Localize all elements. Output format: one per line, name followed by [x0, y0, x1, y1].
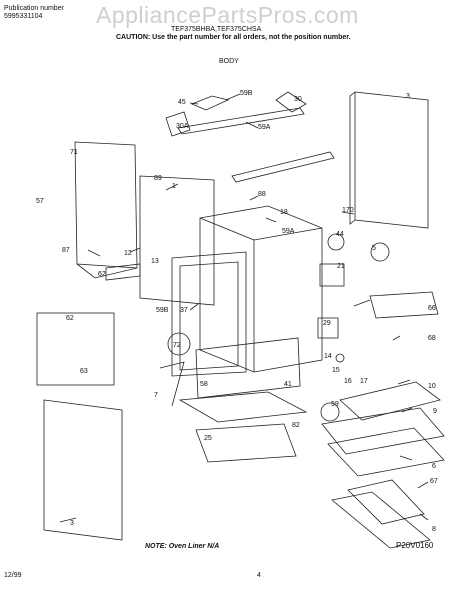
callout-15: 15: [332, 367, 340, 374]
oven-frame: [171, 251, 247, 377]
callout-89: 89: [154, 175, 162, 182]
publication-number: 5995331104: [4, 13, 43, 20]
callout-6: 6: [432, 463, 436, 470]
figure-code: P20V0160: [396, 541, 434, 550]
callout-14: 14: [324, 353, 332, 360]
callout-57: 57: [36, 198, 44, 205]
callout-21: 21: [337, 263, 345, 270]
broil-element: [369, 291, 439, 319]
side-panel-left: [43, 399, 123, 541]
callout-59: 59: [331, 401, 339, 408]
oven-bottom: [331, 491, 431, 549]
footer-date: 12/99: [4, 572, 22, 579]
part-59: [320, 402, 340, 422]
top-bracket: [177, 107, 305, 135]
rack-bottom: [327, 427, 445, 477]
callout-9: 9: [433, 408, 437, 415]
rack-top: [339, 381, 441, 421]
footer-note: NOTE: Oven Liner N/A: [145, 543, 220, 550]
oven-body: [199, 205, 323, 373]
callout-5: 5: [372, 245, 376, 252]
part-21: [319, 263, 345, 287]
callout-62-box: 62: [66, 315, 74, 322]
callout-82: 82: [292, 422, 300, 429]
callout-3-bottom: 3: [70, 520, 74, 527]
knob-44: [327, 233, 345, 251]
callout-3-top: 3: [406, 93, 410, 100]
drawer-tray: [195, 423, 297, 463]
caution-note: CAUTION: Use the part number for all ord…: [116, 34, 351, 41]
callout-1: 1: [172, 183, 176, 190]
part-30: [275, 91, 307, 113]
callout-170: 170: [342, 207, 354, 214]
callout-59B-top: 59B: [240, 90, 253, 97]
callout-12: 12: [124, 250, 132, 257]
part-30A: [165, 111, 191, 137]
hinge-7: [159, 361, 185, 407]
terminal-62: [105, 263, 141, 281]
callout-58: 58: [200, 381, 208, 388]
side-panel-right: [354, 91, 429, 229]
callout-10: 10: [428, 383, 436, 390]
callout-68: 68: [428, 335, 436, 342]
bottom-panel: [178, 391, 308, 423]
switch-5: [370, 242, 390, 262]
callout-8: 8: [432, 526, 436, 533]
page-number: 4: [257, 572, 261, 579]
callout-25: 25: [204, 435, 212, 442]
section-title: BODY: [219, 58, 239, 65]
callout-62-top: 62: [98, 271, 106, 278]
callout-71: 71: [70, 149, 78, 156]
part-29: [317, 317, 339, 339]
callout-59A-top: 59A: [258, 124, 271, 131]
callout-13: 13: [151, 258, 159, 265]
rear-cover: [139, 175, 215, 306]
callout-63: 63: [80, 368, 88, 375]
callout-88: 88: [258, 191, 266, 198]
bottom-frame: [195, 337, 301, 399]
callout-45: 45: [178, 99, 186, 106]
callout-72: 72: [173, 342, 181, 349]
callout-30: 30: [294, 96, 302, 103]
callout-87: 87: [62, 247, 70, 254]
watermark: AppliancePartsPros.com: [96, 2, 359, 28]
front-bracket: [231, 151, 335, 183]
callout-7: 7: [154, 392, 158, 399]
callout-16: 16: [344, 378, 352, 385]
part-72: [167, 332, 191, 356]
callout-59A-mid: 59A: [282, 228, 295, 235]
callout-67: 67: [430, 478, 438, 485]
callout-37: 37: [180, 307, 188, 314]
callout-30A: 30A: [176, 123, 189, 130]
callout-17: 17: [360, 378, 368, 385]
callout-66: 66: [428, 305, 436, 312]
callout-41: 41: [284, 381, 292, 388]
callout-59B-mid: 59B: [156, 307, 169, 314]
callout-29: 29: [323, 320, 331, 327]
callout-18: 18: [280, 209, 288, 216]
callout-44: 44: [336, 231, 344, 238]
model-numbers: TEF375BHBA,TEF375CHSA: [171, 26, 262, 33]
detail-box: [36, 312, 115, 386]
rack-middle: [321, 407, 445, 455]
bake-element: [347, 479, 425, 525]
publication-label: Publication number: [4, 5, 64, 12]
